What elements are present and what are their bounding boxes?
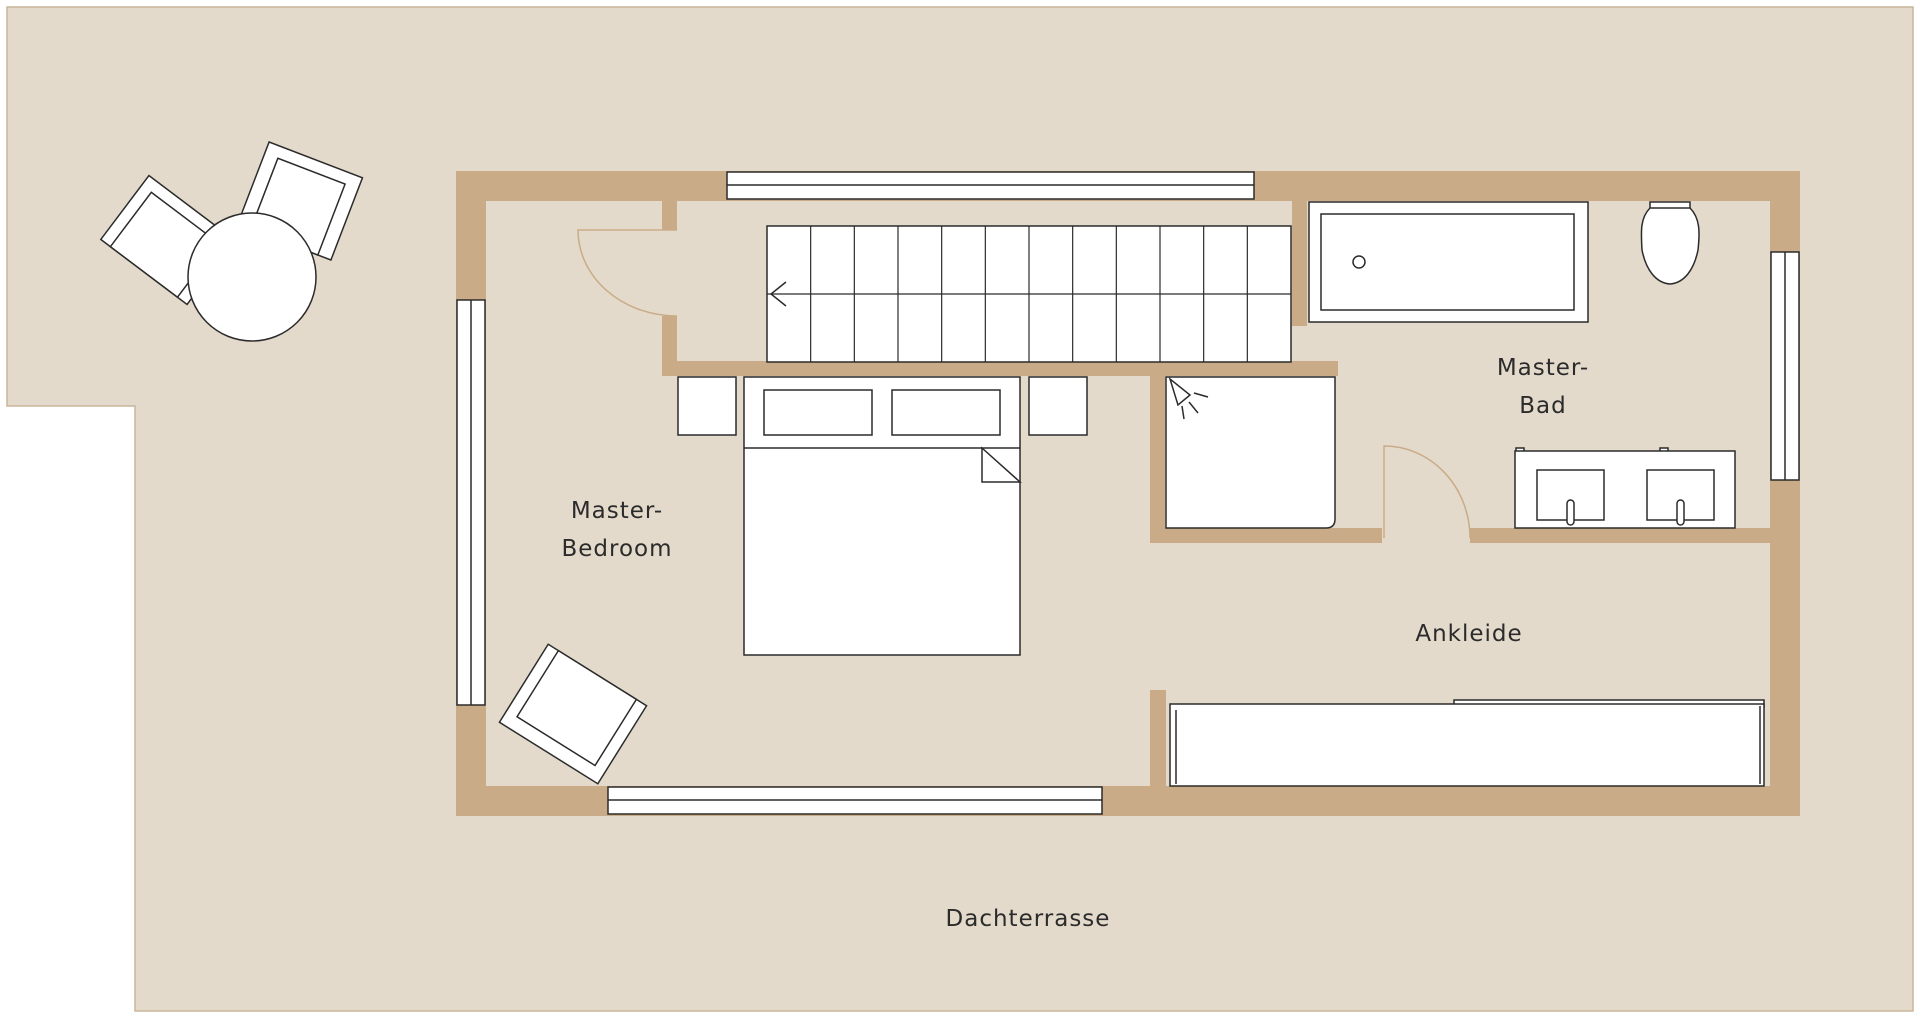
wall-stair-right <box>1292 198 1307 326</box>
windows <box>456 171 1800 815</box>
pillow-left <box>763 389 873 436</box>
nightstand-right <box>1028 376 1088 436</box>
wall-stair-bottom <box>662 361 1338 376</box>
sink-right <box>1646 469 1715 526</box>
label-walk-in-closet: Ankleide <box>1415 621 1522 647</box>
label-roof-terrace: Dachterrasse <box>946 906 1111 932</box>
bathtub <box>1308 201 1589 323</box>
shower-head-icon <box>1168 376 1209 420</box>
bathtub-drain-icon <box>1352 255 1366 269</box>
wall-bath-bottom-left <box>1150 528 1382 543</box>
bath-door-swing <box>1383 445 1471 539</box>
window-right <box>1770 251 1800 481</box>
label-master-bedroom-line1: Master- <box>571 498 663 524</box>
wall-bath-bottom-right <box>1470 528 1770 543</box>
wall-closet-stub <box>1150 690 1166 786</box>
staircase <box>766 225 1292 363</box>
wall-shower-left <box>1150 361 1165 543</box>
label-master-bath-line1: Master- <box>1497 355 1589 381</box>
terrace-round-table <box>187 212 317 342</box>
wall-stair-left-top <box>662 198 677 230</box>
toilet <box>1640 201 1700 285</box>
label-master-bath-line2: Bad <box>1519 393 1566 419</box>
window-left <box>456 299 486 706</box>
pillow-right <box>891 389 1001 436</box>
nightstand-left <box>677 376 737 436</box>
stair-door-swing <box>577 229 678 317</box>
window-bottom <box>607 786 1103 815</box>
sink-left <box>1536 469 1605 526</box>
window-top <box>726 171 1255 200</box>
stair-direction-arrow-icon <box>769 281 787 307</box>
label-master-bedroom-line2: Bedroom <box>561 536 672 562</box>
wardrobe <box>1169 699 1765 787</box>
double-bed <box>743 376 1022 656</box>
shower <box>1165 376 1336 529</box>
double-vanity <box>1514 447 1736 529</box>
armchair-bedroom <box>498 643 648 785</box>
